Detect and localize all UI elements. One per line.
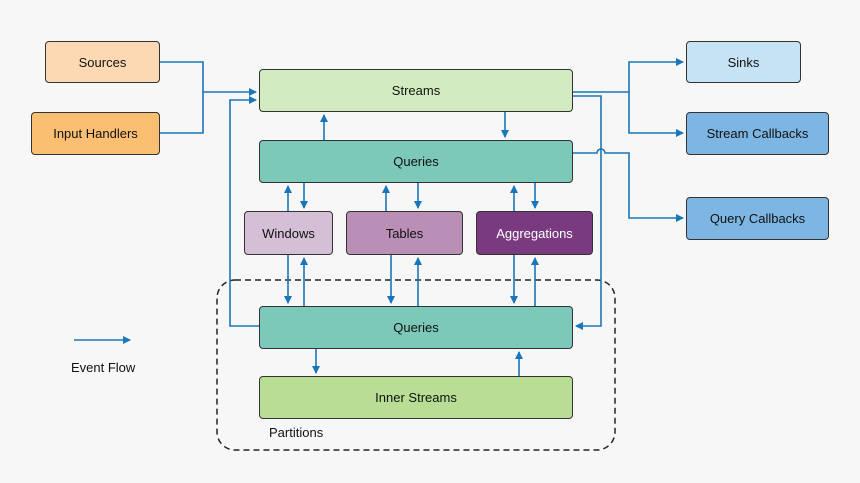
windows-node: Windows (244, 211, 333, 255)
input-handlers-node: Input Handlers (31, 112, 160, 155)
inner-streams-node: Inner Streams (259, 376, 573, 419)
tables-node: Tables (346, 211, 463, 255)
edge-input-handlers-streams (160, 92, 204, 134)
partition-boundary (216, 279, 616, 451)
edge-queries-query-callbacks (573, 148, 684, 222)
partitions-label: Partitions (269, 425, 324, 440)
sources-node: Sources (45, 41, 160, 83)
edge-partition-queries-streams (229, 96, 259, 327)
partition-queries-node: Queries (259, 306, 573, 349)
streams-node: Streams (259, 69, 573, 112)
stream-callbacks-node: Stream Callbacks (686, 112, 829, 155)
aggregations-node: Aggregations (476, 211, 593, 255)
queries-node: Queries (259, 140, 573, 183)
edge-sources-streams (160, 61, 257, 96)
legend-label: Event Flow (71, 360, 136, 375)
edge-streams-sinks (573, 58, 684, 93)
query-callbacks-node: Query Callbacks (686, 197, 829, 240)
edges (74, 58, 684, 376)
sinks-node: Sinks (686, 41, 801, 83)
edge-streams-stream-callbacks (628, 92, 684, 137)
edge-streams-partition-queries (573, 95, 602, 330)
